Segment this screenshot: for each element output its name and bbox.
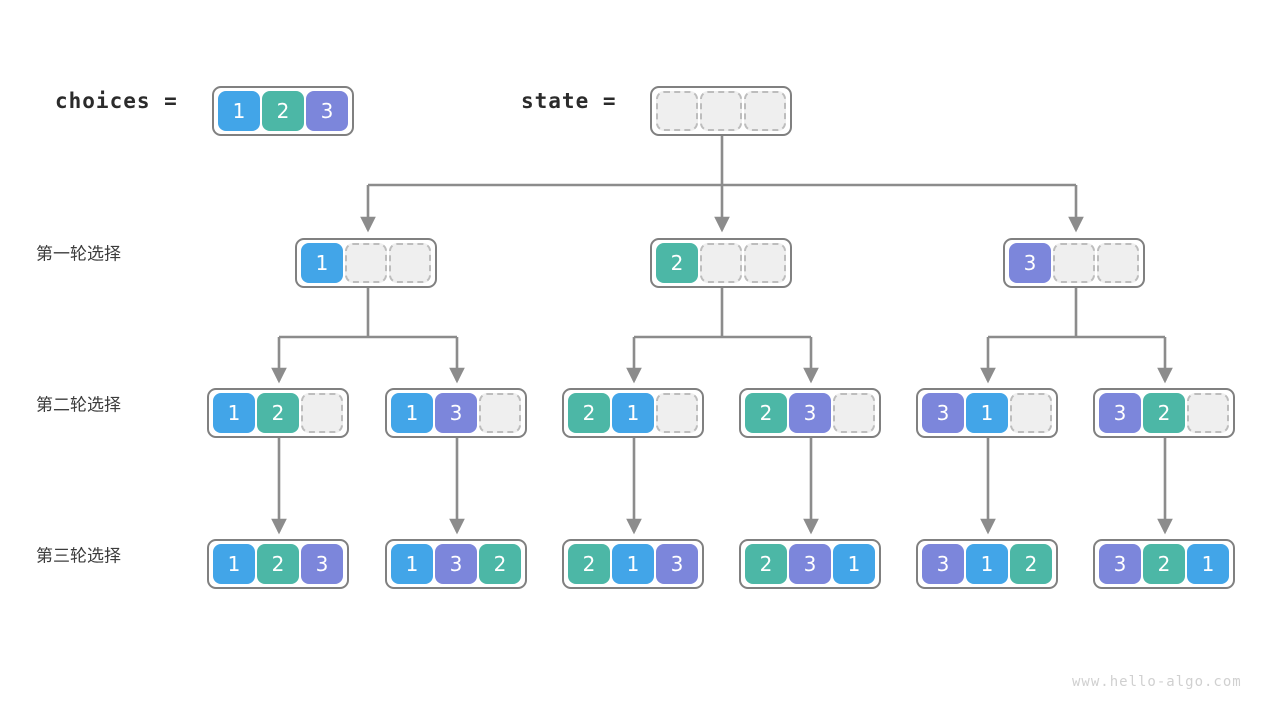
row-label-round-2: 第二轮选择 xyxy=(36,395,121,416)
array-cell-filled: 1 xyxy=(301,243,343,283)
array-cell-filled: 3 xyxy=(1009,243,1051,283)
state-array xyxy=(650,86,792,136)
array-cell-filled: 3 xyxy=(306,91,348,131)
array-cell-filled: 1 xyxy=(612,393,654,433)
array-cell-filled: 2 xyxy=(257,544,299,584)
watermark: www.hello-algo.com xyxy=(1072,674,1242,690)
array-cell-filled: 2 xyxy=(568,544,610,584)
array-cell-filled: 1 xyxy=(833,544,875,584)
array-cell-empty xyxy=(1187,393,1229,433)
array-cell-filled: 2 xyxy=(257,393,299,433)
array-cell-empty xyxy=(1053,243,1095,283)
array-cell-filled: 2 xyxy=(262,91,304,131)
array-cell-empty xyxy=(656,393,698,433)
array-cell-filled: 1 xyxy=(612,544,654,584)
array-cell-filled: 1 xyxy=(966,393,1008,433)
array-cell-empty xyxy=(656,91,698,131)
node-round1-2: 3 xyxy=(1003,238,1145,288)
array-cell-filled: 2 xyxy=(568,393,610,433)
array-cell-filled: 2 xyxy=(1143,393,1185,433)
array-cell-empty xyxy=(700,243,742,283)
array-cell-empty xyxy=(1097,243,1139,283)
node-round1-0: 1 xyxy=(295,238,437,288)
array-cell-filled: 3 xyxy=(656,544,698,584)
choices-label: choices = xyxy=(55,89,178,113)
node-round1-1: 2 xyxy=(650,238,792,288)
array-cell-filled: 2 xyxy=(656,243,698,283)
array-cell-filled: 2 xyxy=(479,544,521,584)
array-cell-empty xyxy=(700,91,742,131)
array-cell-filled: 2 xyxy=(1010,544,1052,584)
array-cell-filled: 3 xyxy=(789,544,831,584)
array-cell-filled: 3 xyxy=(789,393,831,433)
array-cell-filled: 1 xyxy=(391,544,433,584)
row-label-round-3: 第三轮选择 xyxy=(36,546,121,567)
array-cell-filled: 1 xyxy=(213,544,255,584)
array-cell-filled: 1 xyxy=(966,544,1008,584)
array-cell-filled: 2 xyxy=(745,393,787,433)
array-cell-filled: 3 xyxy=(1099,544,1141,584)
array-cell-filled: 1 xyxy=(213,393,255,433)
array-cell-empty xyxy=(744,91,786,131)
state-label: state = xyxy=(521,89,617,113)
array-cell-filled: 3 xyxy=(1099,393,1141,433)
array-cell-filled: 3 xyxy=(435,544,477,584)
array-cell-empty xyxy=(744,243,786,283)
array-cell-filled: 3 xyxy=(301,544,343,584)
array-cell-filled: 3 xyxy=(922,393,964,433)
array-cell-filled: 1 xyxy=(1187,544,1229,584)
row-label-round-1: 第一轮选择 xyxy=(36,244,121,265)
array-cell-filled: 2 xyxy=(1143,544,1185,584)
array-cell-empty xyxy=(1010,393,1052,433)
array-cell-filled: 3 xyxy=(922,544,964,584)
array-cell-filled: 3 xyxy=(435,393,477,433)
array-cell-empty xyxy=(345,243,387,283)
array-cell-filled: 1 xyxy=(391,393,433,433)
array-cell-empty xyxy=(389,243,431,283)
array-cell-empty xyxy=(301,393,343,433)
array-cell-empty xyxy=(479,393,521,433)
array-cell-filled: 2 xyxy=(745,544,787,584)
array-cell-empty xyxy=(833,393,875,433)
array-cell-filled: 1 xyxy=(218,91,260,131)
